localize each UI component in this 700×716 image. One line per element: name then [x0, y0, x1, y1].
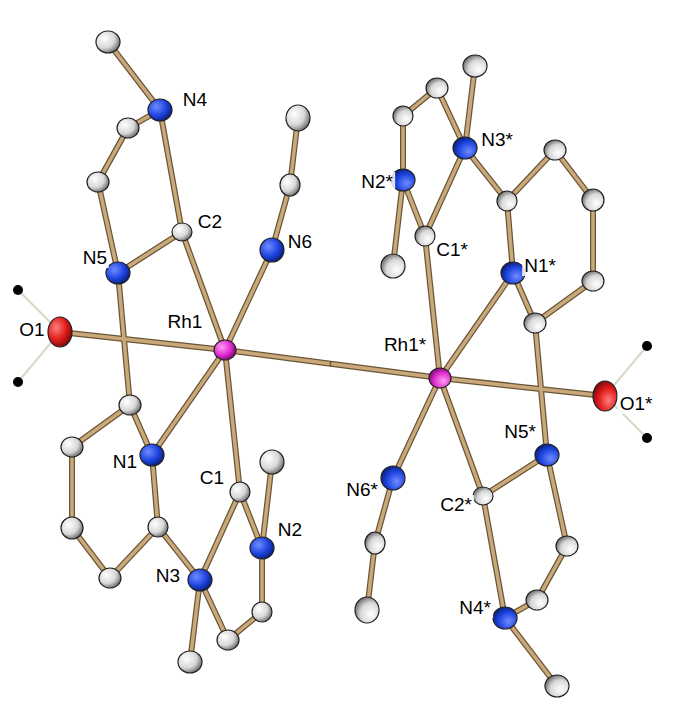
atom-label: C2*: [438, 495, 474, 515]
atom-label: N2*: [359, 172, 395, 192]
atom-label: C1*: [434, 240, 470, 260]
atom-label: N6*: [344, 480, 380, 500]
atom-label: N2: [276, 520, 304, 540]
atom-label: N4: [181, 90, 209, 110]
atom-label: Rh1: [166, 312, 205, 332]
atom-label: O1: [17, 320, 46, 340]
molecule-half: [13, 31, 333, 673]
atom-label: N1*: [522, 256, 558, 276]
atom-label: N1: [111, 452, 139, 472]
atom-label: N3: [154, 566, 182, 586]
molecule-half-inverted: [333, 55, 653, 697]
atom-label: N5*: [502, 422, 538, 442]
atom-label: N5: [81, 248, 109, 268]
atom-label: C2: [196, 212, 224, 232]
atom-label: Rh1*: [382, 335, 428, 355]
atom-label: N4*: [457, 598, 493, 618]
atom-label: O1*: [618, 394, 655, 414]
atom-label: C1: [198, 468, 226, 488]
atom-label: N3*: [479, 130, 515, 150]
atom-label: N6: [286, 232, 314, 252]
